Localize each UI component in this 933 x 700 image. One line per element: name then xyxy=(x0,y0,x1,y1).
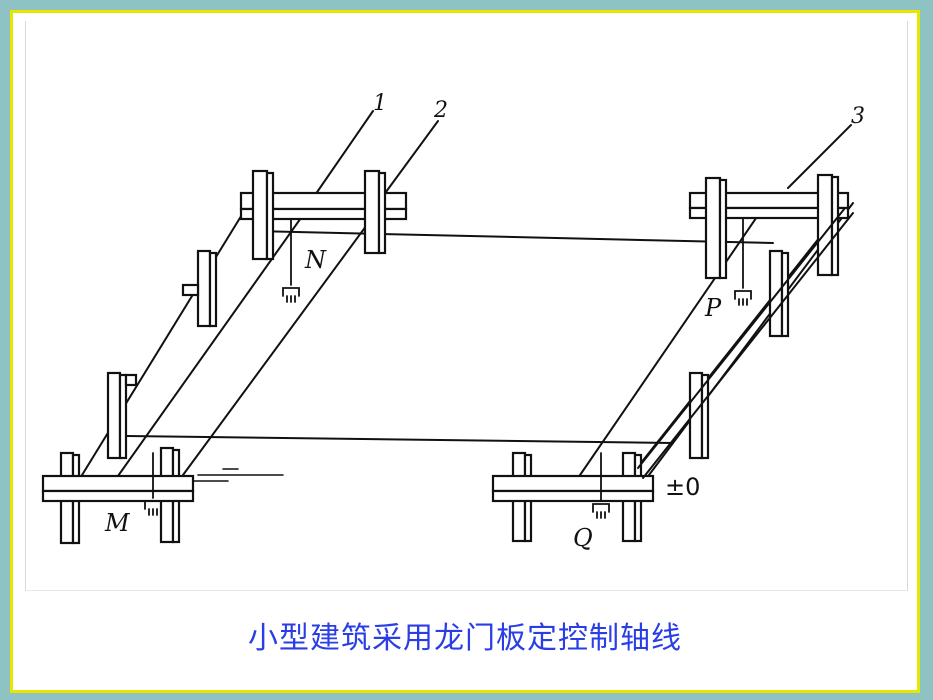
axis-line-left-inner xyxy=(112,207,309,484)
batter-board-back-right xyxy=(688,173,850,280)
plumb-bob-P xyxy=(734,218,752,306)
label-1: 1 xyxy=(373,91,387,116)
batter-board-front-left xyxy=(41,446,195,545)
axis-line-left-outer xyxy=(70,212,244,494)
axis-line-left-2 xyxy=(182,202,384,476)
stake-right-upper xyxy=(768,249,790,338)
axis-line-back xyxy=(252,230,774,244)
slide-frame: 1 2 3 N P M Q ±0 小型建筑采用龙门板定控制轴线 xyxy=(10,10,920,693)
diagram-caption: 小型建筑采用龙门板定控制轴线 xyxy=(248,621,682,656)
plumb-bob-M xyxy=(144,452,162,516)
leader-line-1 xyxy=(312,110,374,199)
plumb-bob-N xyxy=(282,218,300,303)
plumb-bob-Q xyxy=(592,452,610,519)
stake-left-upper xyxy=(181,249,218,328)
batter-board-front-right xyxy=(491,451,655,543)
ground-level-mark xyxy=(192,468,284,482)
label-2: 2 xyxy=(433,98,448,123)
batter-board-back-left xyxy=(239,169,408,261)
axis-line-right-inner xyxy=(577,207,764,479)
batter-board-diagram: 1 2 3 N P M Q ±0 xyxy=(41,91,865,552)
axis-line-front xyxy=(122,435,674,444)
label-M: M xyxy=(104,509,131,537)
leader-line-2 xyxy=(382,120,439,197)
figure-panel xyxy=(25,21,908,591)
stake-right-lower xyxy=(688,371,710,460)
label-N: N xyxy=(304,246,327,274)
leader-line-3 xyxy=(787,124,852,189)
label-elevation: ±0 xyxy=(665,473,700,501)
label-Q: Q xyxy=(573,524,593,552)
label-P: P xyxy=(704,294,722,322)
label-3: 3 xyxy=(851,104,865,129)
side-rail-right xyxy=(637,207,854,479)
stake-left-lower xyxy=(106,371,138,460)
